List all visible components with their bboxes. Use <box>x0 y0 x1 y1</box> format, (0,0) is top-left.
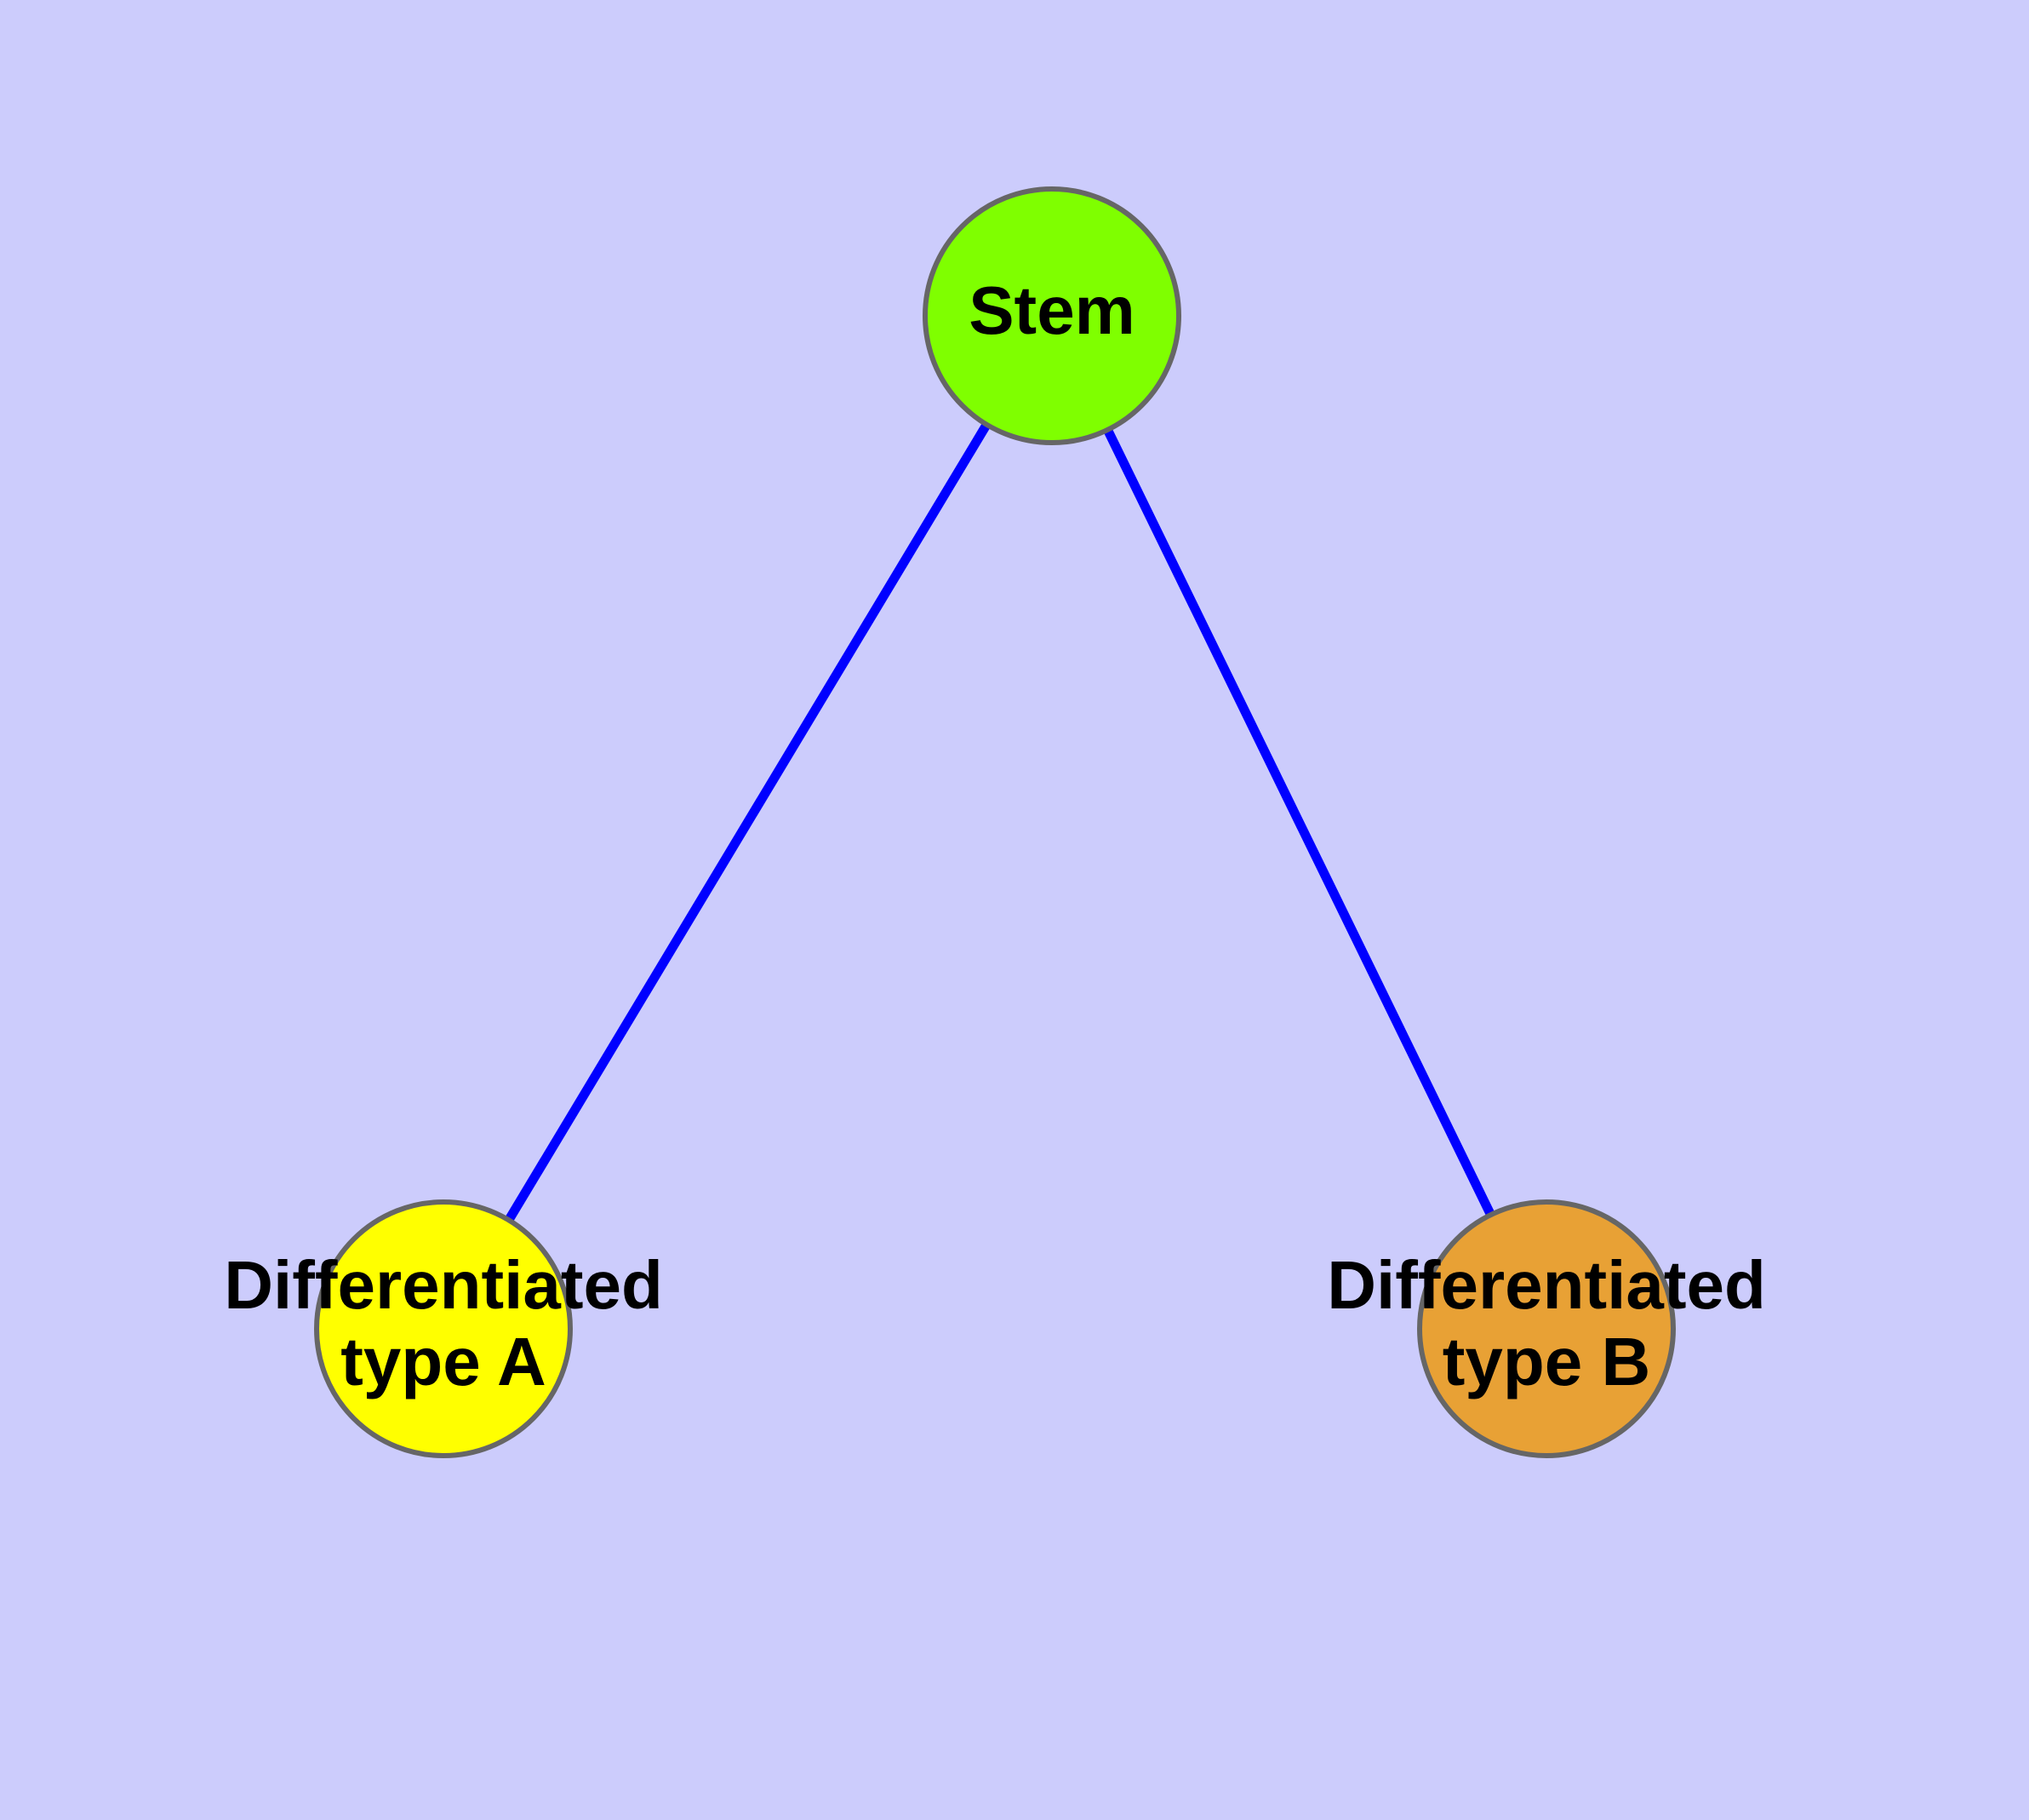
edge-stem-to-diff-a[interactable] <box>439 313 1056 1331</box>
node-stem-circle[interactable] <box>923 186 1181 445</box>
edge-stem-to-diff-b[interactable] <box>1048 313 1551 1331</box>
node-label-line: Differentiated <box>1327 1247 1766 1323</box>
node-stem[interactable]: Stem <box>923 186 1181 445</box>
node-differentiated-type-b-circle[interactable] <box>1417 1199 1676 1458</box>
node-label-line: Stem <box>969 272 1135 348</box>
node-stem-label: Stem <box>969 272 1135 348</box>
node-label-line: type B <box>1443 1324 1651 1399</box>
edge-layer <box>439 313 1551 1331</box>
node-label-line: type A <box>340 1324 546 1399</box>
node-differentiated-type-a-circle[interactable] <box>314 1199 573 1458</box>
node-label-line: Differentiated <box>224 1247 663 1323</box>
